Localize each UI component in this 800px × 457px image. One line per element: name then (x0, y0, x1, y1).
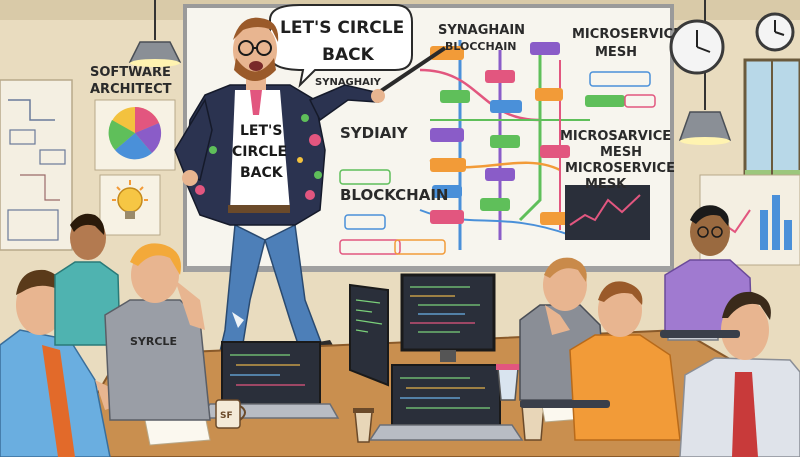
developer-blue-shirt (0, 269, 128, 457)
wb-mesh-mid: MESH (600, 145, 642, 160)
developer-teal-shirt (54, 213, 121, 346)
wb-sydiaiy: SYDIAIY (340, 124, 409, 142)
coffee-cup-icon (496, 364, 520, 401)
laptop-icon (198, 341, 340, 419)
wb-synaghain-top: SYNAGHAIN (438, 23, 525, 38)
pendant-lamp-icon (678, 0, 732, 145)
speech-line1: LET'S CIRCLE (280, 18, 404, 38)
laptop-icon (368, 364, 524, 441)
poster-title-line1: SOFTWARE (90, 65, 171, 80)
wb-blockchain-small: BLOCCHAIN (445, 40, 517, 53)
wb-mesh-top: MESH (595, 45, 637, 60)
coffee-cup-icon (353, 408, 374, 443)
wb-mesk: MESK (585, 177, 627, 192)
speech-bubble (269, 4, 413, 89)
poster-title-line2: ARCHITECT (90, 82, 172, 97)
developer-orange-shirt (569, 281, 681, 441)
monitor (349, 283, 389, 387)
wall-clock-icon (755, 12, 795, 52)
whiteboard-diagram (339, 40, 656, 255)
developer-grey-shirt (104, 243, 211, 421)
shirt-line1: LET'S (240, 123, 282, 139)
wb-microservice-top: MICROSERVICE (572, 27, 682, 42)
speech-line2: BACK (322, 45, 375, 65)
wb-microsarvice: MICROSARVICE (560, 129, 671, 144)
lightbulb-icon (99, 174, 161, 236)
shirt-line3: BACK (240, 165, 284, 181)
shirt-line2: CIRCLE (232, 144, 287, 160)
pointer-stick (373, 46, 447, 97)
left-poster (0, 79, 73, 251)
mug-label: SF (220, 411, 233, 421)
developer-right-tie (679, 291, 800, 457)
coffee-cup-icon (215, 399, 246, 429)
chair (520, 330, 740, 408)
monitor (400, 273, 496, 362)
pie-chart-icon (94, 99, 176, 171)
dev-tshirt-text: SYRCLE (130, 335, 177, 348)
wall-clock-icon (669, 19, 725, 75)
pendant-lamp-icon (128, 0, 182, 67)
wb-synaghaiy: SYNAGHAIY (315, 77, 382, 88)
wb-blockchain: BLOCKCHAIN (340, 186, 448, 204)
wb-microservice-low: MICROSERVICE (565, 161, 675, 176)
